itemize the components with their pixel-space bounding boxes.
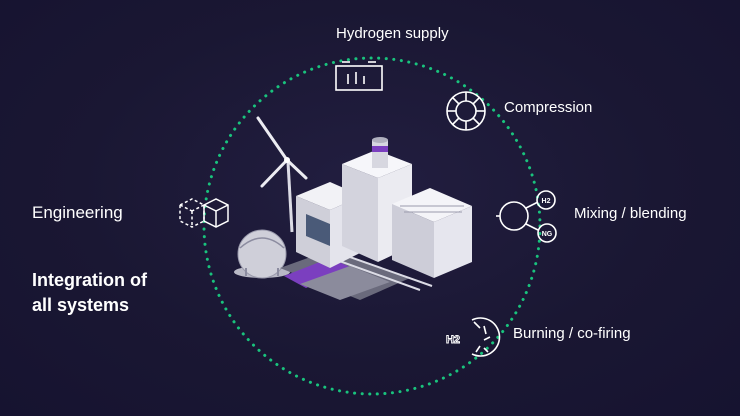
label-integration-line1: Integration of xyxy=(32,270,147,290)
compressor-ring-icon xyxy=(446,91,486,131)
battery-tank-icon xyxy=(335,61,383,91)
label-engineering: Engineering xyxy=(32,203,123,222)
label-mixing-blending: Mixing / blending xyxy=(574,205,687,222)
label-compression: Compression xyxy=(504,99,593,116)
label-integration: Integration of all systems xyxy=(32,268,147,318)
h2-burner-icon xyxy=(471,317,501,357)
mixing-valve-icon xyxy=(496,190,557,243)
hydrogen-tank xyxy=(234,229,290,279)
label-burning-cofiring: Burning / co-firing xyxy=(513,325,631,342)
h2-badge: H2 xyxy=(542,198,551,205)
dotted-ring xyxy=(202,56,542,396)
h2-burner-text: H2 xyxy=(446,334,460,346)
power-plant-building-right xyxy=(392,188,472,278)
power-plant-building-center xyxy=(342,137,412,262)
label-integration-line2: all systems xyxy=(32,295,130,315)
ng-badge: NG xyxy=(542,231,553,238)
cube-icon xyxy=(179,198,229,228)
label-hydrogen-supply: Hydrogen supply xyxy=(336,25,449,42)
wind-turbine xyxy=(256,116,308,233)
